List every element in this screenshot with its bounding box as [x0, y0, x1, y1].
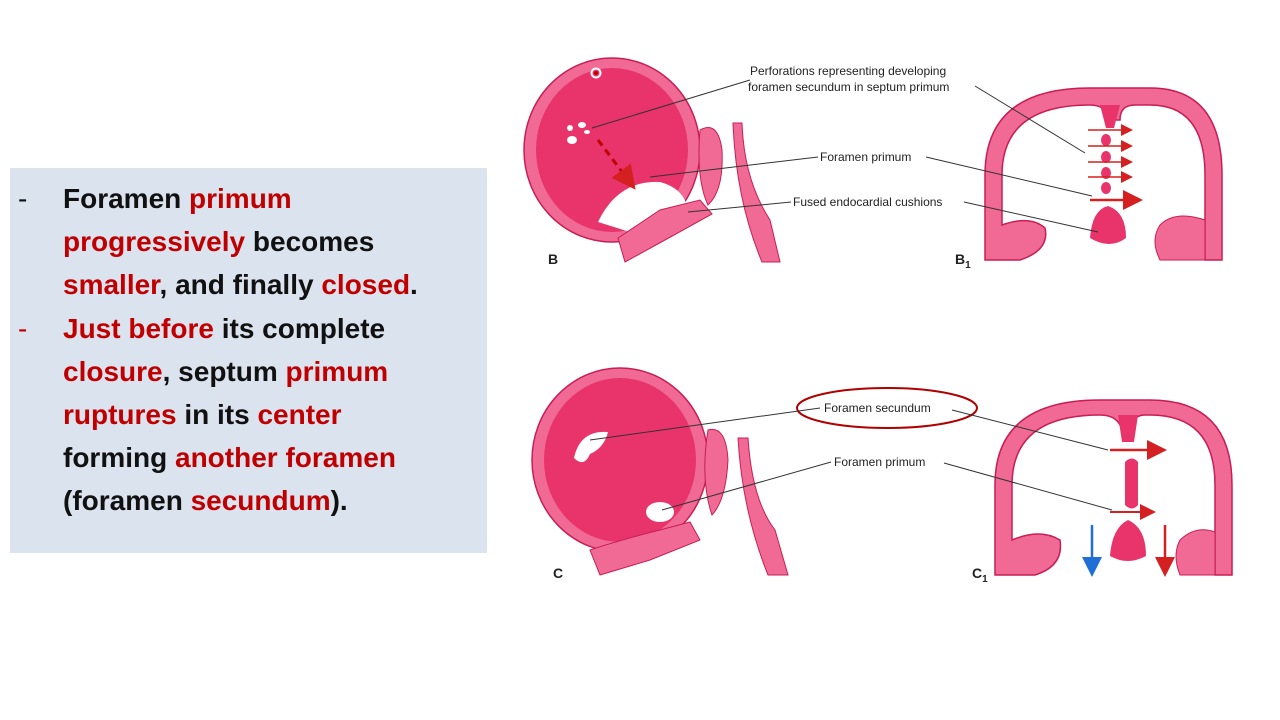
label-foramen-secundum: Foramen secundum	[824, 401, 931, 415]
text-segment: forming	[63, 442, 175, 473]
highlighted-term: primum	[189, 183, 292, 214]
label-foramen-primum-bottom: Foramen primum	[834, 455, 925, 469]
text-segment: .	[410, 269, 418, 300]
panel-b1-drawing	[984, 87, 1223, 261]
label-perforations-line1: Perforations representing developing	[750, 64, 946, 78]
highlighted-term: closed	[321, 269, 411, 300]
panel-c1-drawing	[994, 399, 1233, 577]
text-segment: ).	[330, 485, 348, 516]
text-segment: its complete	[213, 313, 386, 344]
label-foramen-primum-top: Foramen primum	[820, 150, 911, 164]
highlighted-term: closure	[63, 356, 163, 387]
panel-b-label: B	[548, 251, 558, 267]
leader-secundum-c1	[951, 409, 1109, 451]
highlight-oval-foramen-secundum	[796, 387, 978, 429]
leader-foramen-primum-b1	[925, 156, 1093, 197]
bullet-line: Foramen primum	[63, 177, 473, 220]
bullet-line: ruptures in its center	[63, 393, 473, 436]
bullet-1-dash: -	[18, 183, 28, 214]
text-segment: Foramen	[63, 183, 190, 214]
leader-cushions-b1	[963, 201, 1099, 233]
text-segment: in its	[176, 399, 258, 430]
highlighted-term: primum	[285, 356, 389, 387]
bullet-line: closure, septum primum	[63, 350, 473, 393]
bullet-line: forming another foramen	[63, 436, 473, 479]
text-segment: becomes	[245, 226, 375, 257]
text-segment: (foramen	[63, 485, 191, 516]
bullet-line: progressively becomes	[63, 220, 473, 263]
highlighted-term: ruptures	[63, 399, 177, 430]
highlighted-term: Just before	[63, 313, 214, 344]
text-segment: , and finally	[159, 269, 322, 300]
label-perforations-line2: foramen secundum in septum primum	[748, 80, 949, 94]
leader-foramen-primum-b	[649, 156, 819, 178]
leader-primum-c1	[943, 462, 1113, 511]
bullet-2-dash: -	[18, 313, 28, 344]
leader-secundum-c	[589, 407, 821, 441]
leader-perforations-b	[591, 79, 751, 129]
leader-cushions-b	[687, 201, 792, 213]
panel-c1-label: C1	[972, 565, 988, 585]
highlighted-term: another foramen	[175, 442, 396, 473]
bullet-line: (foramen secundum).	[63, 479, 473, 522]
highlighted-term: smaller	[63, 269, 160, 300]
bullet-line: smaller, and finally closed.	[63, 263, 473, 306]
highlighted-term: secundum	[190, 485, 331, 516]
highlighted-term: center	[257, 399, 342, 430]
bullet-line: Just before its complete	[63, 307, 473, 350]
leader-perforations-b1	[974, 85, 1086, 154]
panel-c-label: C	[553, 565, 563, 581]
leader-primum-c	[661, 461, 832, 511]
panel-b1-label: B1	[955, 251, 971, 271]
label-fused-cushions: Fused endocardial cushions	[793, 195, 942, 209]
highlighted-term: progressively	[63, 226, 246, 257]
text-segment: , septum	[162, 356, 286, 387]
panel-c-drawing	[531, 367, 789, 576]
panel-b-drawing	[523, 57, 781, 263]
